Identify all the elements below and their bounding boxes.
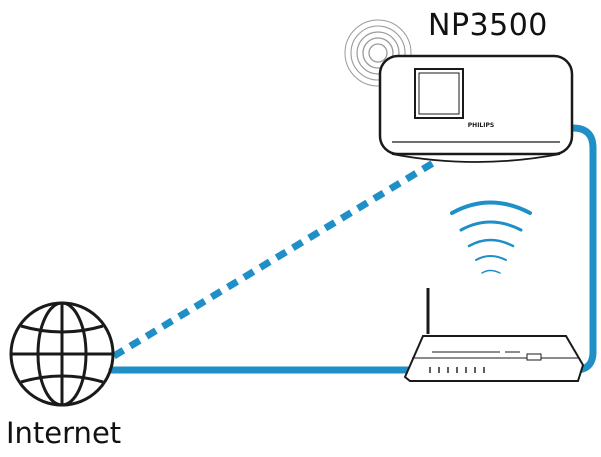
network-music-player-icon: PHILIPS — [378, 54, 574, 163]
wired-link — [108, 124, 597, 374]
wifi-signal-icon — [450, 200, 532, 274]
device-label: NP3500 — [428, 8, 548, 43]
wireless-link — [112, 157, 440, 359]
broadcast-rings-icon — [344, 19, 412, 87]
globe-icon — [9, 301, 115, 407]
wireless-router-icon — [403, 288, 585, 382]
device-brand: PHILIPS — [468, 122, 494, 129]
internet-label: Internet — [6, 416, 122, 450]
